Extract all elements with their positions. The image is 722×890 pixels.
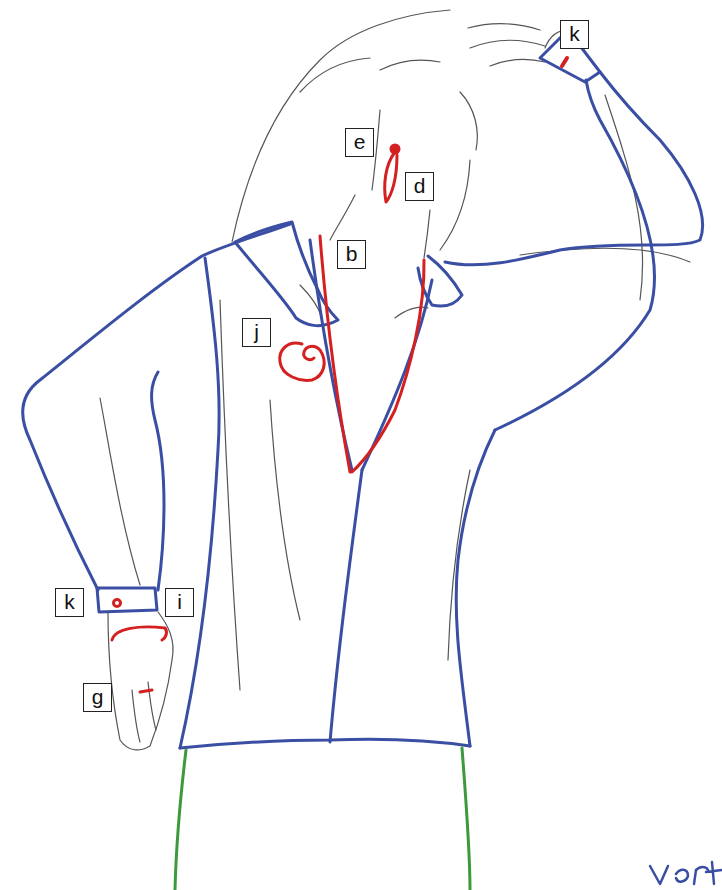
placket-red-right (352, 260, 424, 472)
callout-box: g (83, 683, 112, 712)
shirt-hem (180, 739, 470, 748)
placket-center (330, 470, 362, 742)
hair-strand (490, 59, 545, 66)
bracelet (112, 627, 166, 640)
marked-parts (112, 58, 567, 692)
cufflink (114, 600, 121, 607)
trouser-right (462, 748, 470, 890)
callout-letter: e (354, 131, 366, 152)
trousers (175, 748, 470, 890)
hair-strand (380, 60, 440, 70)
placket-red-left (320, 236, 350, 472)
callout-letter: i (177, 591, 182, 612)
callout-box: k (560, 20, 589, 49)
hair-strand (300, 58, 370, 92)
left-sleeve (23, 224, 290, 590)
right-sleeve-inner (495, 80, 654, 430)
ring (140, 690, 152, 692)
hair-strand (470, 40, 545, 48)
signature-scrawl (650, 862, 722, 884)
shirt-fold (220, 300, 240, 690)
shirt-outline (23, 30, 703, 748)
left-sleeve-inner (152, 372, 164, 590)
sketch-lines (100, 10, 690, 750)
callout-box: b (337, 240, 366, 269)
callout-letter: j (254, 321, 259, 342)
neck-line (424, 210, 430, 258)
hair-strand (460, 92, 477, 150)
trouser-left (175, 750, 186, 890)
left-cuff (97, 588, 157, 612)
heart-brooch (280, 343, 324, 380)
callout-box: e (345, 128, 374, 157)
hair-strand (440, 160, 470, 250)
neck-line (330, 195, 355, 240)
right-sleeve-outer (445, 72, 703, 265)
callout-box: i (165, 588, 194, 617)
earring-loop (385, 152, 397, 202)
callout-letter: k (569, 23, 580, 44)
sleeve-fold (520, 248, 690, 262)
earring-stud (391, 145, 399, 153)
callout-letter: k (64, 591, 75, 612)
cufflink (562, 58, 567, 66)
callout-box: d (405, 172, 434, 201)
finger-line (132, 690, 140, 742)
hair-strand (468, 24, 540, 30)
shirt-fold (270, 400, 300, 620)
callout-letter: d (414, 175, 426, 196)
sleeve-fold (100, 398, 140, 585)
callout-letter: g (92, 686, 104, 707)
callout-letter: b (346, 243, 358, 264)
torso-left (180, 258, 219, 748)
hair-outline (232, 10, 450, 242)
callout-box: j (242, 318, 271, 347)
callout-box: k (55, 588, 84, 617)
torso-right (456, 430, 495, 746)
hand-outline (108, 612, 173, 750)
